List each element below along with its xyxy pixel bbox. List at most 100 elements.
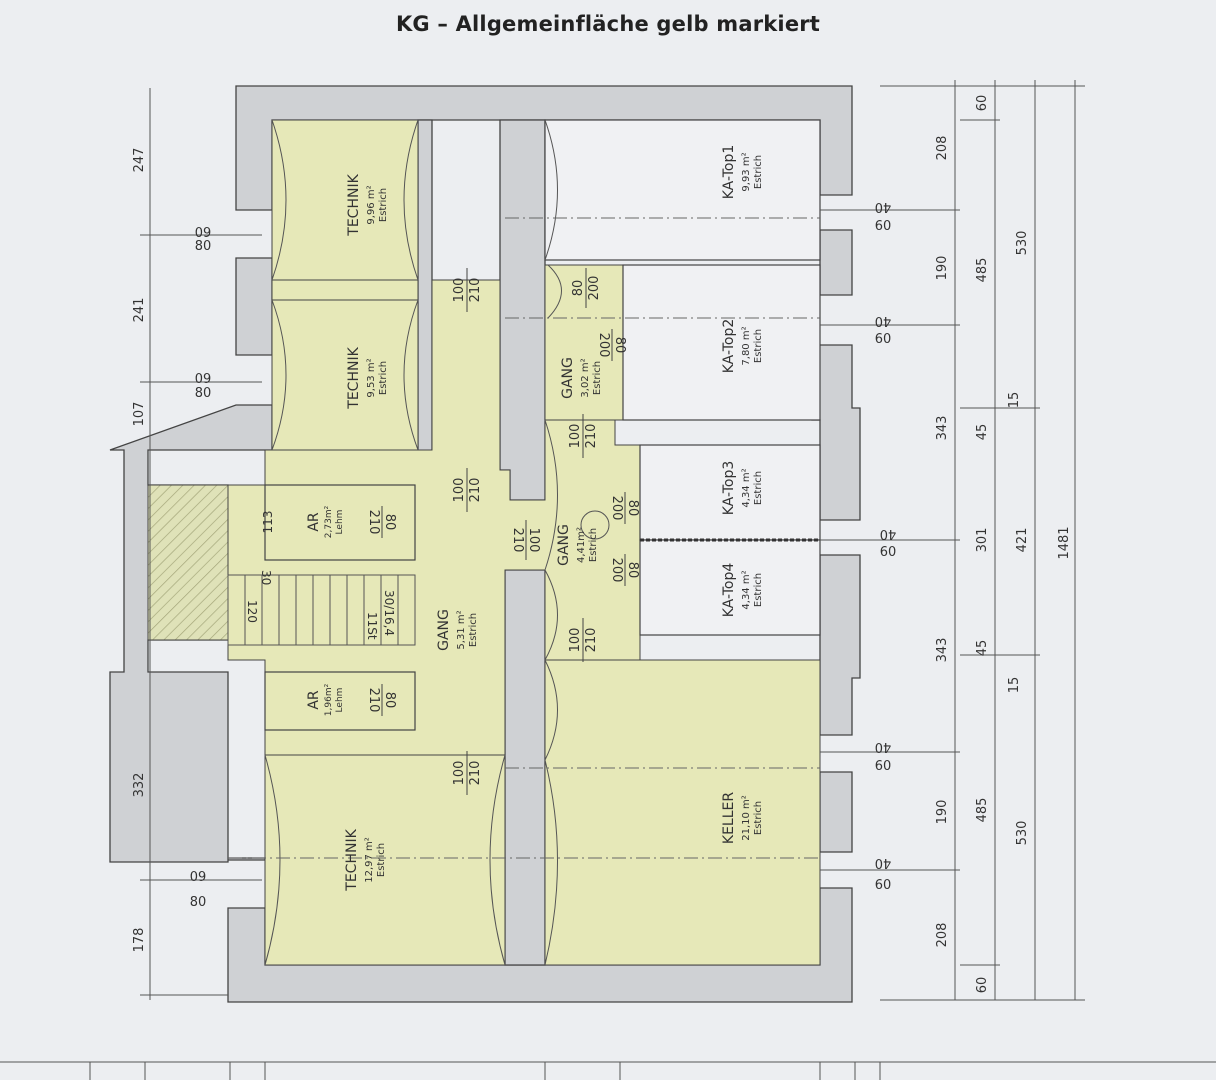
room-floor: Estrich <box>753 801 764 835</box>
right-wall-mid-1 <box>819 229 853 296</box>
room-area: 2,73m² <box>324 505 334 538</box>
door-swing <box>271 119 287 281</box>
dim-right-total: 1481 <box>1057 526 1072 559</box>
dim-right-inner: 60 <box>975 95 990 112</box>
room-name: KA-Top4 <box>721 563 737 618</box>
door-height: 200 <box>596 333 611 358</box>
door-width: 80 <box>612 337 627 354</box>
inner-wall-center-left <box>417 119 433 481</box>
dim-right-mid: 485 <box>975 798 990 823</box>
gang-3-fill <box>544 264 624 421</box>
door-swing <box>544 119 558 261</box>
dim-right-inner: 190 <box>935 800 950 825</box>
private-rooms <box>544 119 821 636</box>
dim-right-inner: 15 <box>1007 392 1022 409</box>
page-title: KG – Allgemeinfläche gelb markiert <box>395 12 821 36</box>
room-area: 4,34 m² <box>741 468 752 507</box>
door-height: 210 <box>468 761 483 786</box>
door-label: 80 200 <box>571 268 602 308</box>
room-floor: Estrich <box>378 188 389 222</box>
room-ka-top2-fill <box>622 264 821 421</box>
room-technik-2-fill <box>271 299 419 451</box>
door-width: 80 <box>625 562 640 579</box>
room-name: GANG <box>560 357 576 399</box>
room-floor: Estrich <box>378 361 389 395</box>
door-label: 80 200 <box>609 492 640 524</box>
door-label: 100 210 <box>510 520 541 560</box>
window-label: 80 <box>190 895 207 910</box>
room-floor: Estrich <box>592 361 603 395</box>
door-height: 210 <box>510 528 525 553</box>
dim-right-inner: 208 <box>935 136 950 161</box>
stair-landing-label: 120 <box>245 600 259 623</box>
room-ka-top3: KA-Top3 4,34 m² Estrich <box>721 461 764 516</box>
window-label: 80 <box>195 386 212 401</box>
door-label: 80 210 <box>366 506 397 538</box>
door-labels: 100 210 100 210 100 210 100 210 100 <box>366 268 640 795</box>
room-keller: KELLER 21,10 m² Estrich <box>721 792 764 844</box>
door-label: 80 210 <box>366 684 397 716</box>
dimension-labels: 247 241 107 332 178 60 208 190 343 45 15… <box>132 95 1072 994</box>
door-swings <box>264 119 610 966</box>
room-name: AR <box>306 690 322 710</box>
room-name: KA-Top3 <box>721 461 737 516</box>
door-height: 210 <box>468 278 483 303</box>
dim-right-inner: 301 <box>975 528 990 553</box>
room-keller-fill <box>544 659 821 966</box>
dim-left: 178 <box>132 928 147 953</box>
door-width: 100 <box>526 528 541 553</box>
room-floor: Lehm <box>335 510 345 535</box>
dim-right-inner: 45 <box>975 640 990 657</box>
room-ka-top4-fill <box>639 539 821 636</box>
window-label: 60 <box>195 223 212 238</box>
room-ka-top1: KA-Top1 9,93 m² Estrich <box>721 145 764 200</box>
room-area: 5,31 m² <box>456 610 467 649</box>
room-area: 4,34 m² <box>741 570 752 609</box>
window-labels: 60 80 60 80 60 80 40 60 40 60 40 60 40 6… <box>190 199 897 910</box>
door-height: 210 <box>468 478 483 503</box>
door-height: 210 <box>366 510 381 535</box>
door-label: 100 210 <box>452 468 483 512</box>
stair-box <box>227 574 416 646</box>
window-label: 60 <box>880 545 897 560</box>
window-label: 60 <box>190 867 207 882</box>
dim-right-outer: 530 <box>1015 821 1030 846</box>
dim-right-inner: 60 <box>975 977 990 994</box>
bottom-ticks <box>89 1062 881 1080</box>
room-ar-1-fill <box>264 484 416 561</box>
staircase <box>227 574 416 646</box>
right-wall-mid-3 <box>819 554 861 736</box>
door-width: 80 <box>625 500 640 517</box>
outer-wall-upper-left <box>235 257 273 356</box>
room-area: 9,93 m² <box>741 152 752 191</box>
room-area: 7,80 m² <box>741 326 752 365</box>
room-area: 21,10 m² <box>741 795 752 841</box>
door-swing <box>403 119 419 281</box>
room-name: TECHNIK <box>346 173 362 236</box>
door-swing <box>403 299 419 451</box>
door-height: 210 <box>584 424 599 449</box>
door-height: 200 <box>609 558 624 583</box>
stair-hatch <box>147 484 229 641</box>
room-gang-3: GANG 3,02 m² Estrich <box>560 357 603 399</box>
dim-left: 332 <box>132 773 147 798</box>
window-label: 40 <box>875 199 892 214</box>
door-width: 100 <box>452 278 467 303</box>
window-label: 40 <box>880 526 897 541</box>
room-area: 3,02 m² <box>580 358 591 397</box>
room-ka-top3-fill <box>639 444 821 541</box>
door-label: 100 210 <box>568 618 599 662</box>
window-label: 60 <box>875 219 892 234</box>
door-height: 210 <box>584 628 599 653</box>
door-width: 100 <box>568 628 583 653</box>
room-name: GANG <box>556 524 572 566</box>
dim-right-outer: 530 <box>1015 231 1030 256</box>
dim-right-inner: 208 <box>935 923 950 948</box>
room-ka-top4: KA-Top4 4,34 m² Estrich <box>721 563 764 618</box>
room-name: GANG <box>436 609 452 651</box>
stair-dimension: 113 <box>261 511 275 534</box>
door-width: 100 <box>568 424 583 449</box>
dim-left: 247 <box>132 148 147 173</box>
axis-lines <box>228 217 820 859</box>
